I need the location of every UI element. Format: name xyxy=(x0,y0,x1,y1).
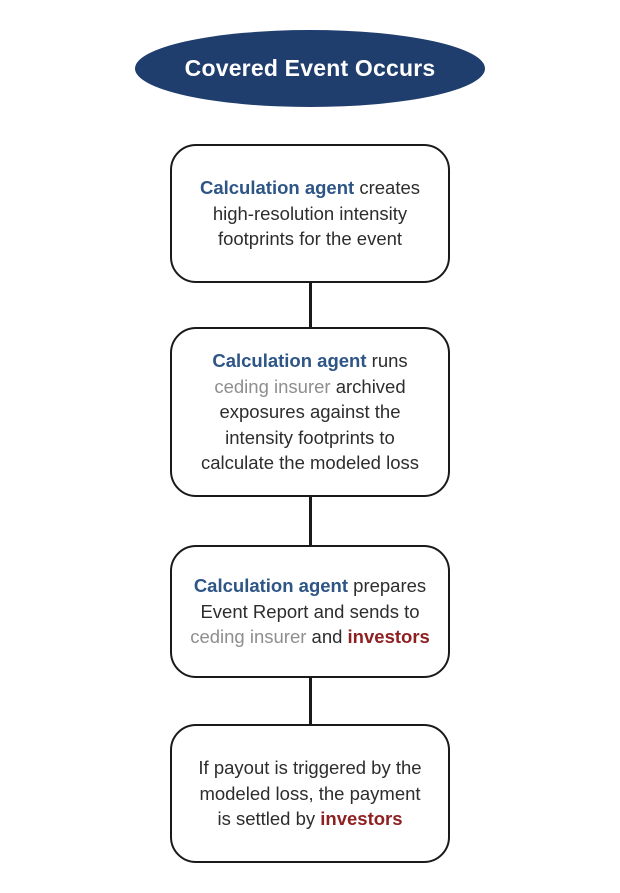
process-box-payout-settlement: If payout is triggered by the modeled lo… xyxy=(170,724,450,863)
text-line: ceding insurer and investors xyxy=(190,624,430,650)
calculation-agent-text: Calculation agent xyxy=(193,575,349,597)
box-text: If payout is triggered by the xyxy=(198,757,422,779)
process-box-run-exposures: Calculation agent runs ceding insurer ar… xyxy=(170,327,450,497)
process-box-prepare-event-report: Calculation agent prepares Event Report … xyxy=(170,545,450,678)
calculation-agent-text: Calculation agent xyxy=(199,177,355,199)
box-text: intensity footprints to xyxy=(225,426,395,448)
box-text: and xyxy=(311,626,343,648)
text-line: modeled loss, the payment xyxy=(199,781,420,807)
box-text: exposures against the xyxy=(219,401,401,423)
text-line: If payout is triggered by the xyxy=(198,755,421,781)
text-line: ceding insurer archived xyxy=(214,374,405,400)
investors-text: investors xyxy=(347,626,430,648)
box-text: is settled by xyxy=(217,808,316,830)
box-text: footprints for the event xyxy=(217,228,403,250)
process-box-create-footprints: Calculation agent creates high-resolutio… xyxy=(170,144,450,283)
box-text: calculate the modeled loss xyxy=(200,452,420,474)
box-text: Event Report and sends to xyxy=(200,600,420,622)
text-line: high-resolution intensity xyxy=(213,201,407,227)
text-line: Event Report and sends to xyxy=(200,599,419,625)
box-text: modeled loss, the payment xyxy=(199,782,421,804)
investors-text: investors xyxy=(320,808,403,830)
ceding-insurer-text: ceding insurer xyxy=(214,375,331,397)
box-text: archived xyxy=(335,375,406,397)
text-line: footprints for the event xyxy=(218,226,402,252)
text-line: exposures against the xyxy=(219,399,400,425)
text-line: Calculation agent runs xyxy=(212,348,407,374)
box-text: creates xyxy=(359,177,420,199)
text-line: Calculation agent prepares xyxy=(194,573,426,599)
connector-line-1 xyxy=(309,282,312,328)
box-text: runs xyxy=(371,350,408,372)
connector-line-3 xyxy=(309,677,312,725)
calculation-agent-text: Calculation agent xyxy=(212,350,367,372)
box-text: prepares xyxy=(353,575,427,597)
connector-line-2 xyxy=(309,496,312,546)
start-node-label: Covered Event Occurs xyxy=(184,55,436,81)
text-line: calculate the modeled loss xyxy=(201,450,419,476)
text-line: intensity footprints to xyxy=(225,425,395,451)
text-line: is settled by investors xyxy=(217,806,402,832)
start-node-ellipse: Covered Event Occurs xyxy=(135,30,485,107)
text-line: Calculation agent creates xyxy=(200,175,420,201)
ceding-insurer-text: ceding insurer xyxy=(190,626,307,648)
box-text: high-resolution intensity xyxy=(212,202,408,224)
